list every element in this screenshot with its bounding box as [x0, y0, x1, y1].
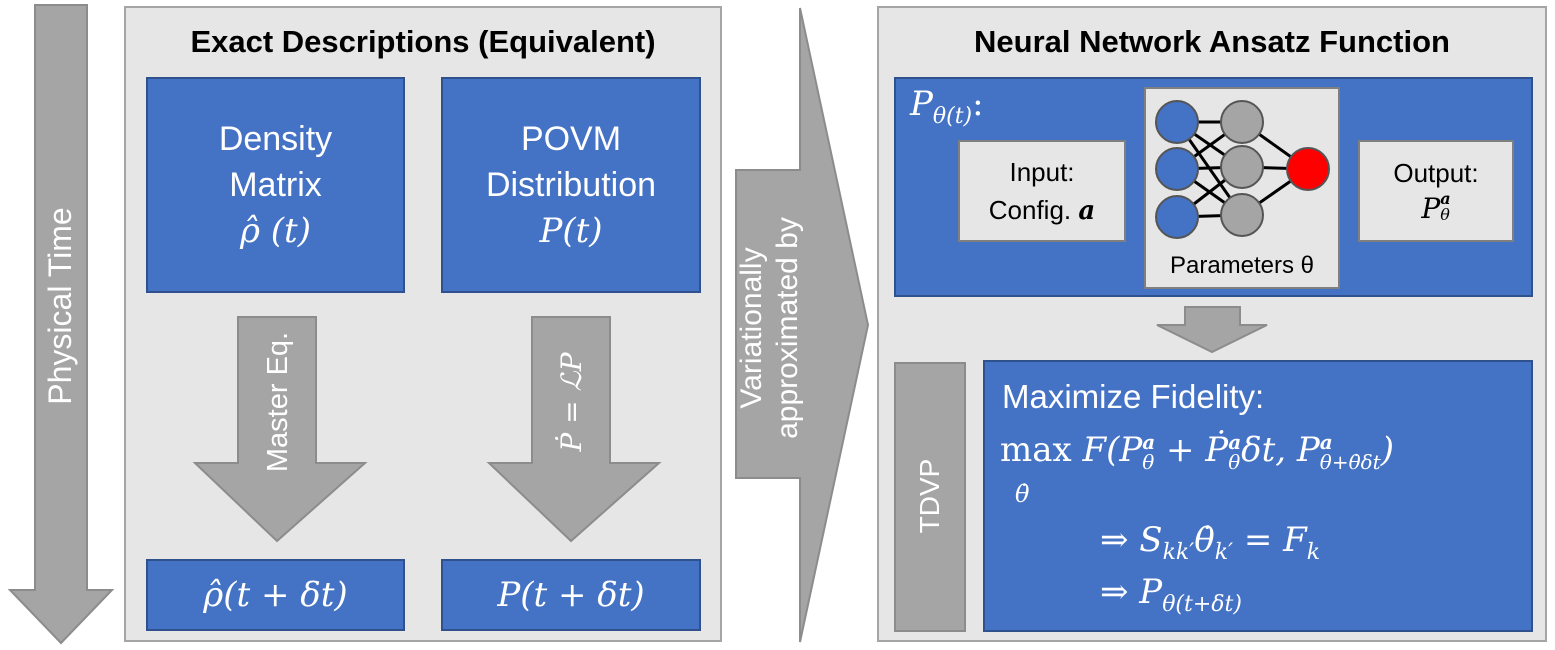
density-line1: Density — [218, 120, 333, 158]
equation-line-2: ⇒ Skk′θ̇k′ = Fk — [1100, 520, 1321, 565]
ansatz-sub: θ(t) — [932, 103, 973, 129]
input-node-2 — [1155, 147, 1199, 191]
variational-line1: Variationally — [735, 247, 768, 409]
physical-time-label: Physical Time — [42, 207, 78, 405]
density-result-box: ρ̂(t + δt) — [146, 559, 405, 631]
density-symbol: ρ̂ (t) — [240, 211, 311, 251]
ansatz-to-tdvp-arrow — [1156, 306, 1268, 354]
exact-title: Exact Descriptions (Equivalent) — [190, 24, 656, 59]
output-p: P — [1421, 192, 1441, 225]
tdvp-heading: Maximize Fidelity: — [1002, 378, 1265, 415]
input-var: a — [1078, 195, 1096, 226]
povm-result-box: P(t + δt) — [441, 559, 701, 631]
povm-line2: Distribution — [485, 166, 657, 204]
nn-title: Neural Network Ansatz Function — [974, 24, 1450, 59]
input-box: Input: Config. a — [958, 140, 1126, 242]
input-node-3 — [1155, 195, 1199, 239]
master-eq-arrow — [192, 316, 368, 543]
povm-evolution-label: Ṗ = ℒP — [555, 352, 588, 452]
ansatz-label: Pθ(t): — [910, 84, 984, 129]
input-node-1 — [1155, 100, 1199, 144]
hidden-node-1 — [1220, 100, 1264, 144]
ansatz-colon: : — [972, 84, 984, 124]
output-line1: Output: — [1393, 158, 1479, 188]
density-line2: Matrix — [229, 166, 322, 204]
input-line2-row: Config. a — [989, 191, 1095, 230]
density-matrix-box: Density Matrix ρ̂ (t) — [146, 77, 405, 293]
povm-line1: POVM — [520, 120, 622, 158]
output-node — [1286, 147, 1330, 191]
physical-time-arrow — [7, 4, 115, 645]
variational-arrow — [735, 7, 870, 643]
povm-evolution-arrow — [486, 316, 662, 543]
variational-line2: approximated by — [771, 217, 804, 439]
output-sup: a — [1440, 189, 1451, 208]
output-sub: θ — [1440, 205, 1450, 224]
parameters-label: Parameters θ — [1169, 252, 1315, 279]
max-subscript: θ̇ — [1015, 480, 1030, 508]
povm-symbol: P(t) — [539, 211, 603, 251]
povm-box: POVM Distribution P(t) — [441, 77, 701, 293]
master-eq-label: Master Eq. — [262, 331, 294, 473]
hidden-node-3 — [1220, 193, 1264, 237]
hidden-node-2 — [1220, 145, 1264, 189]
ansatz-p: P — [910, 84, 933, 124]
tdvp-bar — [894, 362, 966, 632]
input-line2: Config. — [988, 194, 1072, 225]
equation-line-3: ⇒ Pθ(t+δt) — [1100, 572, 1242, 617]
input-line1: Input: — [1009, 156, 1075, 187]
tdvp-box — [983, 360, 1533, 632]
tdvp-label: TDVP — [914, 458, 945, 534]
neural-network-graphic — [1155, 100, 1330, 239]
variational-label: Variationally approximated by — [734, 188, 806, 468]
